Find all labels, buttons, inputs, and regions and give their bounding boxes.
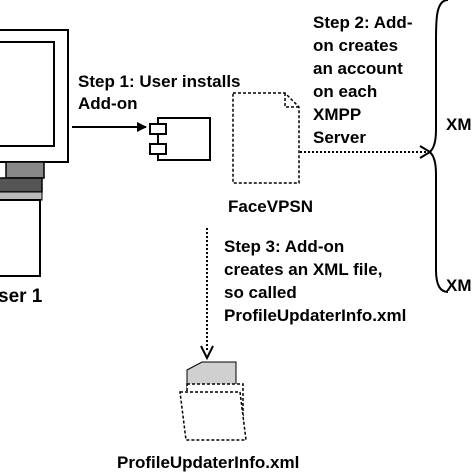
component-label: FaceVPSN [228, 197, 313, 216]
facevpsn-component [149, 92, 300, 184]
step1-text: Step 1: User installs Add-on [78, 72, 245, 113]
server-bottom-label: XM [446, 276, 472, 295]
step2-text: Step 2: Add- on creates an account on ea… [313, 13, 417, 147]
user-label: ser 1 [0, 286, 43, 307]
computer-icon [0, 29, 69, 277]
xml-file-icon [179, 361, 247, 441]
servers-brace [427, 0, 449, 293]
step3-text: Step 3: Add-on creates an XML file, so c… [224, 237, 406, 325]
file-label: ProfileUpdaterInfo.xml [117, 453, 299, 472]
server-top-label: XM [446, 115, 472, 134]
step3-arrowhead [200, 345, 214, 361]
